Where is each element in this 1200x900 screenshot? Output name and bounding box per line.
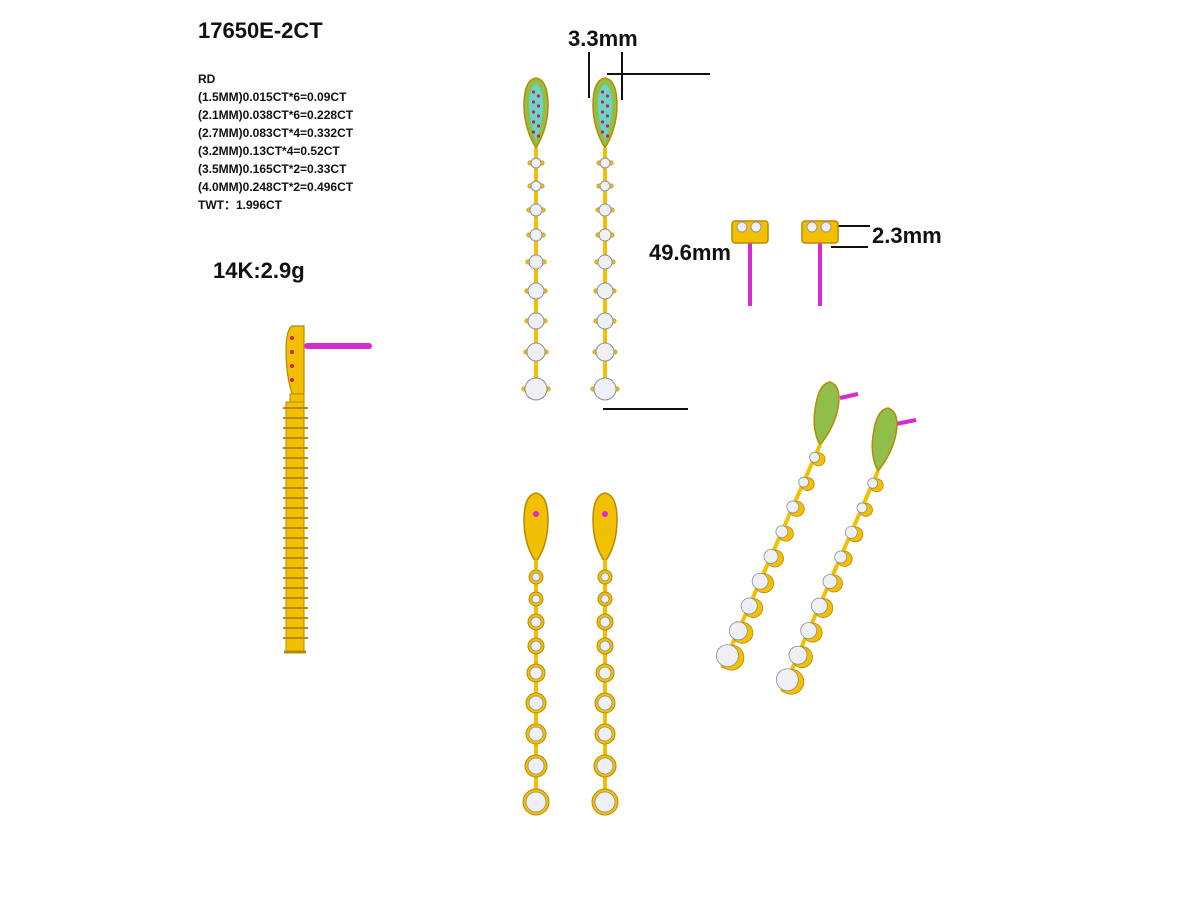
diamond-stone <box>596 282 614 300</box>
side-view <box>283 325 372 654</box>
style-code: 17650E-2CT <box>198 18 323 43</box>
diamond-stone <box>740 597 758 615</box>
diamond-stone <box>529 228 543 242</box>
diamond-stone <box>775 525 789 539</box>
diamond-stone <box>529 203 543 217</box>
diamond-stone <box>798 476 810 488</box>
stone-line-1: (1.5MM)0.015CT*6=0.09CT <box>198 90 347 104</box>
diamond-stone <box>800 622 818 640</box>
diamond-stone <box>597 695 613 711</box>
diamond-stone <box>775 668 799 692</box>
diamond-stone <box>527 312 545 330</box>
diamond-stone <box>599 157 611 169</box>
head-height-dimension: 2.3mm <box>872 223 942 248</box>
top-width-dimension: 3.3mm <box>568 26 638 51</box>
diamond-stone <box>525 791 547 813</box>
diamond-stone <box>598 203 612 217</box>
diamond-stone <box>856 502 868 514</box>
diamond-stone <box>844 525 858 539</box>
total-weight: TWT：1.996CT <box>198 198 283 212</box>
back-view <box>522 492 619 816</box>
top-view <box>731 220 839 306</box>
metal-weight: 14K:2.9g <box>213 258 305 283</box>
diamond-stone <box>599 616 611 628</box>
stone-line-6: (4.0MM)0.248CT*2=0.496CT <box>198 180 354 194</box>
diamond-stone <box>596 757 614 775</box>
diamond-stone <box>867 477 879 489</box>
diamond-stone <box>527 282 545 300</box>
diamond-stone <box>528 726 544 742</box>
diamond-stone <box>530 616 542 628</box>
diamond-stone <box>530 157 542 169</box>
diamond-stone <box>599 640 611 652</box>
diamond-stone <box>716 644 739 668</box>
diamond-stone <box>810 597 828 615</box>
stone-shape: RD <box>198 72 216 86</box>
diamond-stone <box>596 312 614 330</box>
dimension-lines <box>588 52 870 410</box>
diamond-stone <box>529 666 543 680</box>
diamond-stone <box>595 342 615 362</box>
diamond-stone <box>728 621 748 641</box>
diamond-stone <box>526 342 546 362</box>
stone-line-4: (3.2MM)0.13CT*4=0.52CT <box>198 144 340 158</box>
diamond-stone <box>599 180 611 192</box>
diamond-stone <box>594 791 616 813</box>
length-dimension: 49.6mm <box>649 240 731 265</box>
diamond-stone <box>600 594 610 604</box>
stone-line-2: (2.1MM)0.038CT*6=0.228CT <box>198 108 354 122</box>
diamond-stone <box>751 572 769 590</box>
diamond-stone <box>530 640 542 652</box>
diamond-stone <box>600 572 610 582</box>
stone-spec-list: RD (1.5MM)0.015CT*6=0.09CT (2.1MM)0.038C… <box>198 70 353 214</box>
diamond-stone <box>786 500 800 514</box>
diamond-stone <box>763 549 779 564</box>
diamond-stone <box>597 726 613 742</box>
diamond-stone <box>598 666 612 680</box>
diamond-stone <box>597 254 613 270</box>
diamond-stone <box>809 451 820 463</box>
front-view <box>521 77 620 401</box>
diamond-stone <box>527 757 545 775</box>
diamond-stone <box>788 645 808 665</box>
diamond-stone <box>822 574 838 589</box>
diamond-stone <box>531 572 541 582</box>
diamond-stone <box>834 550 848 564</box>
diamond-stone <box>531 594 541 604</box>
diamond-stone <box>528 695 544 711</box>
diamond-stone <box>598 228 612 242</box>
stone-line-3: (2.7MM)0.083CT*4=0.332CT <box>198 126 354 140</box>
stone-line-5: (3.5MM)0.165CT*2=0.33CT <box>198 162 347 176</box>
diamond-stone <box>530 180 542 192</box>
diamond-stone <box>524 377 548 401</box>
diamond-stone <box>593 377 617 401</box>
diamond-stone <box>528 254 544 270</box>
perspective-view <box>716 381 917 695</box>
